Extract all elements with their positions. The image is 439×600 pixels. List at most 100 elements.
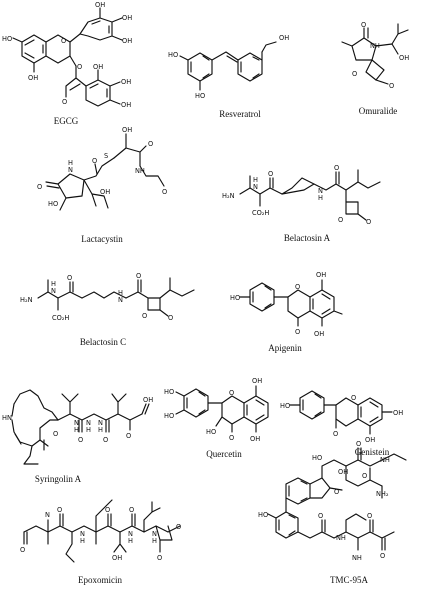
apigenin-atom-label: OH <box>314 330 324 338</box>
tmc-95a-atom-label: OH <box>338 468 348 476</box>
quercetin-atom-label: OH <box>252 377 262 385</box>
genistein-atom-label: O <box>333 430 338 438</box>
omuralide-structure: O NH O O OH <box>341 21 409 90</box>
egcg-atom-label: OH <box>28 74 38 82</box>
apigenin-atom-label: O <box>295 328 300 336</box>
epoxomicin-atom-label: O <box>129 506 134 514</box>
lactacystin-atom-label: H <box>68 159 73 167</box>
resveratrol-atom-label: OH <box>279 34 289 42</box>
epoxomicin-atom-label: N <box>80 530 85 538</box>
quercetin-atom-label: HO <box>206 428 216 436</box>
egcg-atom-label: OH <box>122 14 132 22</box>
quercetin-atom-label: HO <box>164 412 174 420</box>
quercetin-atom-label: O <box>229 434 234 442</box>
omuralide-atom-label: O <box>361 21 366 29</box>
belactosin-c-atom-label: O <box>168 314 173 322</box>
belactosin-c-caption: Belactosin C <box>80 337 126 347</box>
belactosin-c-atom-label: H₂N <box>20 296 33 304</box>
egcg-atom-label: OH <box>122 37 132 45</box>
belactosin-a-caption: Belactosin A <box>284 233 331 243</box>
epoxomicin-atom-label: O <box>20 546 25 554</box>
belactosin-a-atom-label: H₂N <box>222 192 235 200</box>
tmc-95a-atom-label: NH <box>352 554 362 562</box>
quercetin-atom-label: O <box>229 389 234 397</box>
lactacystin-atom-label: O <box>148 140 153 148</box>
tmc-95a-atom-label: NH <box>380 456 390 464</box>
lactacystin-atom-label: OH <box>122 126 132 134</box>
belactosin-a-atom-label: CO₂H <box>252 209 269 217</box>
tmc-95a-atom-label: O <box>318 512 323 520</box>
tmc-95a-atom-label: O <box>334 488 339 496</box>
quercetin-atom-label: OH <box>250 435 260 443</box>
epoxomicin-structure: O N O N H O N H OH O N H O O <box>20 499 181 563</box>
epoxomicin-atom-label: H <box>152 537 157 545</box>
belactosin-a-atom-label: O <box>268 170 273 178</box>
egcg-caption: EGCG <box>54 116 79 126</box>
lactacystin-atom-label: HO <box>48 200 58 208</box>
syringolin-a-structure: HN O N H O N H N H O O OH <box>2 389 153 465</box>
egcg-atom-label: OH <box>121 101 131 109</box>
apigenin-structure: HO O O OH OH <box>230 271 343 338</box>
tmc-95a-atom-label: O <box>362 472 367 480</box>
resveratrol-atom-label: HO <box>195 92 205 100</box>
omuralide-caption: Omuralide <box>359 106 398 116</box>
lactacystin-structure: O N H HO S O OH O NH O OH <box>37 126 167 211</box>
resveratrol-structure: HO HO OH <box>168 34 289 100</box>
syringolin-a-atom-label: OH <box>143 396 153 404</box>
tmc-95a-atom-label: O <box>367 512 372 520</box>
belactosin-c-atom-label: N <box>118 296 123 304</box>
tmc-95a-atom-label: HO <box>312 454 322 462</box>
tmc-95a-atom-label: O <box>380 552 385 560</box>
tmc-95a-atom-label: NH <box>336 534 346 542</box>
genistein-atom-label: OH <box>393 409 403 417</box>
resveratrol-caption: Resveratrol <box>219 109 261 119</box>
epoxomicin-atom-label: OH <box>112 554 122 562</box>
syringolin-a-caption: Syringolin A <box>35 474 82 484</box>
belactosin-c-structure: H₂N N H CO₂H O N H O O O <box>20 272 195 322</box>
belactosin-c-atom-label: N <box>51 287 56 295</box>
belactosin-c-atom-label: O <box>142 312 147 320</box>
belactosin-c-atom-label: O <box>136 272 141 280</box>
egcg-atom-label: HO <box>2 35 12 43</box>
belactosin-a-atom-label: O <box>338 216 343 224</box>
lactacystin-atom-label: O <box>92 157 97 165</box>
belactosin-a-atom-label: O <box>334 164 339 172</box>
epoxomicin-atom-label: O <box>105 506 110 514</box>
omuralide-atom-label: OH <box>399 54 409 62</box>
syringolin-a-atom-label: O <box>103 436 108 444</box>
egcg-atom-label: OH <box>121 78 131 86</box>
tmc-95a-atom-label: HO <box>258 511 268 519</box>
egcg-atom-label: OH <box>93 63 103 71</box>
quercetin-caption: Quercetin <box>206 449 242 459</box>
omuralide-atom-label: O <box>352 70 357 78</box>
apigenin-atom-label: OH <box>316 271 326 279</box>
genistein-caption: Genistein <box>355 447 390 457</box>
belactosin-a-atom-label: H <box>318 194 323 202</box>
genistein-structure: HO O O OH OH <box>280 390 403 444</box>
syringolin-a-atom-label: H <box>74 426 79 434</box>
epoxomicin-atom-label: N <box>45 511 50 519</box>
belactosin-c-atom-label: H <box>118 289 123 297</box>
belactosin-a-atom-label: N <box>253 183 258 191</box>
syringolin-a-atom-label: H <box>86 426 91 434</box>
apigenin-atom-label: HO <box>230 294 240 302</box>
tmc-95a-caption: TMC-95A <box>330 575 369 585</box>
genistein-atom-label: OH <box>365 436 375 444</box>
epoxomicin-atom-label: O <box>157 554 162 562</box>
lactacystin-caption: Lactacystin <box>81 234 123 244</box>
omuralide-atom-label: O <box>389 82 394 90</box>
belactosin-c-atom-label: O <box>67 274 72 282</box>
epoxomicin-caption: Epoxomicin <box>78 575 122 585</box>
genistein-atom-label: O <box>351 394 356 402</box>
syringolin-a-atom-label: HN <box>2 414 12 422</box>
syringolin-a-atom-label: O <box>53 430 58 438</box>
resveratrol-atom-label: HO <box>168 51 178 59</box>
syringolin-a-atom-label: N <box>86 419 91 427</box>
quercetin-atom-label: HO <box>164 388 174 396</box>
egcg-atom-label: OH <box>95 1 105 9</box>
lactacystin-atom-label: O <box>162 188 167 196</box>
lactacystin-atom-label: S <box>104 152 108 160</box>
apigenin-caption: Apigenin <box>268 343 302 353</box>
omuralide-atom-label: NH <box>370 42 380 50</box>
